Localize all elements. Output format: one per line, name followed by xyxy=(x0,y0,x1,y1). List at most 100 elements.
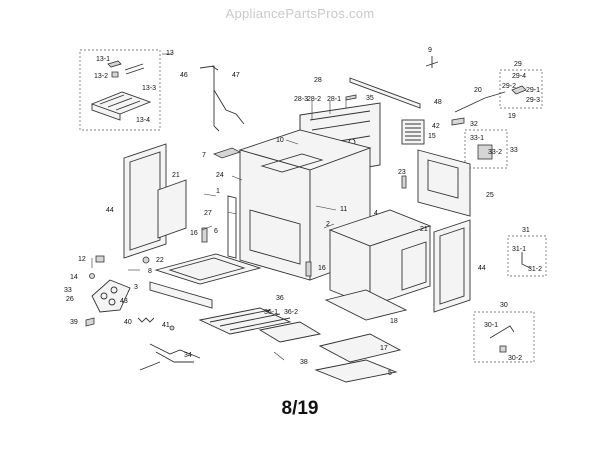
callout-13-1: 13-1 xyxy=(96,56,110,63)
part-18-tray[interactable] xyxy=(324,289,408,321)
part-38-rack[interactable] xyxy=(258,321,322,343)
part-29-kit[interactable] xyxy=(499,69,543,109)
callout-26: 26 xyxy=(66,296,74,303)
part-9-wire[interactable] xyxy=(425,56,439,68)
part-23-sensor[interactable] xyxy=(401,175,407,189)
callout-34: 34 xyxy=(184,352,192,359)
left-door-frame xyxy=(123,143,167,259)
callout-44a: 44 xyxy=(106,207,114,214)
part-41-screw[interactable] xyxy=(169,325,175,331)
part-30-kit[interactable] xyxy=(473,311,535,363)
left-door-glass xyxy=(129,151,161,251)
page-number: 8/19 xyxy=(281,398,319,419)
part-27-frame xyxy=(227,195,237,259)
oven-top-duct xyxy=(260,153,324,173)
callout-13-3: 13-3 xyxy=(142,85,156,92)
part-13-kit[interactable] xyxy=(79,49,161,131)
part-26-43-knob-assembly[interactable] xyxy=(91,279,131,313)
part-21-glass-right[interactable] xyxy=(401,241,427,291)
part-16-hinge-left[interactable] xyxy=(201,227,208,243)
part-47-tube xyxy=(213,89,245,125)
callout-31-2: 31-2 xyxy=(528,266,542,273)
knob xyxy=(110,286,118,294)
callout-4: 4 xyxy=(374,210,378,217)
tube-end xyxy=(211,65,219,71)
callout-27: 27 xyxy=(204,210,212,217)
drawer-top xyxy=(154,253,262,285)
part-32-clip[interactable] xyxy=(451,117,465,126)
part-3-front-bar[interactable] xyxy=(149,281,213,309)
part-40-spring[interactable] xyxy=(137,317,155,323)
part-31-wire xyxy=(521,252,531,269)
part-14-screw[interactable] xyxy=(89,273,95,279)
part-7-bracket[interactable] xyxy=(212,147,242,159)
leader-1 xyxy=(203,193,217,197)
part-42-15-block[interactable] xyxy=(401,119,425,145)
callout-28: 28 xyxy=(314,77,322,84)
part-44-left-door[interactable] xyxy=(123,143,167,259)
callout-16b: 16 xyxy=(318,265,326,272)
part-35-bracket[interactable] xyxy=(345,94,357,101)
part-13-2-bracket xyxy=(111,71,119,78)
part-34-wire-harness[interactable] xyxy=(139,343,201,371)
watermark: AppliancePartsPros.com xyxy=(225,6,375,21)
callout-43: 43 xyxy=(120,298,128,305)
part-29-body xyxy=(511,85,527,95)
back-panel-face xyxy=(417,149,471,217)
callout-3: 3 xyxy=(134,284,138,291)
leader-2 xyxy=(323,223,335,229)
kit-29-frame xyxy=(499,69,543,109)
callout-5: 5 xyxy=(388,370,392,377)
callout-29-4: 29-4 xyxy=(512,73,526,80)
callout-40: 40 xyxy=(124,319,132,326)
callout-29: 29 xyxy=(514,61,522,68)
callout-19: 19 xyxy=(508,113,516,120)
callout-33-1: 33-1 xyxy=(470,135,484,142)
part-33-kit[interactable] xyxy=(464,129,508,169)
part-12-block xyxy=(95,255,105,263)
leader-6 xyxy=(201,225,213,231)
callout-32: 32 xyxy=(470,121,478,128)
part-48-top-rail[interactable] xyxy=(349,77,421,109)
part-17-tray[interactable] xyxy=(318,333,402,363)
leader-11 xyxy=(315,205,337,211)
part-13-4-ribs xyxy=(99,94,141,111)
callout-30: 30 xyxy=(500,302,508,309)
part-12-kit[interactable] xyxy=(91,255,105,268)
part-8-drawer[interactable] xyxy=(154,253,262,285)
callout-30-2: 30-2 xyxy=(508,355,522,362)
part-25-back-panel[interactable] xyxy=(417,149,471,217)
callout-14: 14 xyxy=(70,274,78,281)
part-20-cable[interactable] xyxy=(454,91,506,113)
part-31-kit[interactable] xyxy=(507,235,547,277)
kit-31-frame xyxy=(507,235,547,277)
part-5-bottom[interactable] xyxy=(314,359,398,383)
part-21-glass-left[interactable] xyxy=(157,179,187,239)
callout-33a: 33 xyxy=(510,147,518,154)
callout-8: 8 xyxy=(148,268,152,275)
callout-1: 1 xyxy=(216,188,220,195)
callout-28-2: 28-2 xyxy=(307,96,321,103)
callout-12: 12 xyxy=(78,256,86,263)
callout-15: 15 xyxy=(428,133,436,140)
part-22-screw[interactable] xyxy=(142,256,150,264)
leader-24 xyxy=(231,175,243,181)
callout-10: 10 xyxy=(276,137,284,144)
kit-30-frame xyxy=(473,311,535,363)
part-44-right-door[interactable] xyxy=(433,219,471,313)
right-door-glass xyxy=(439,227,465,305)
part-30-1-lever xyxy=(489,325,515,339)
callout-41: 41 xyxy=(162,322,170,329)
callout-29-1: 29-1 xyxy=(526,87,540,94)
part-39-clip[interactable] xyxy=(85,317,95,327)
callout-33b: 33 xyxy=(64,287,72,294)
callout-20: 20 xyxy=(474,87,482,94)
part-46-47-tube[interactable] xyxy=(199,65,245,132)
part-16-hinge-right[interactable] xyxy=(305,261,312,277)
part-36-rack[interactable] xyxy=(198,307,292,335)
back-panel-inset xyxy=(427,159,459,199)
callout-25: 25 xyxy=(486,192,494,199)
leader-38 xyxy=(273,351,285,361)
part-15-grille xyxy=(405,123,421,141)
